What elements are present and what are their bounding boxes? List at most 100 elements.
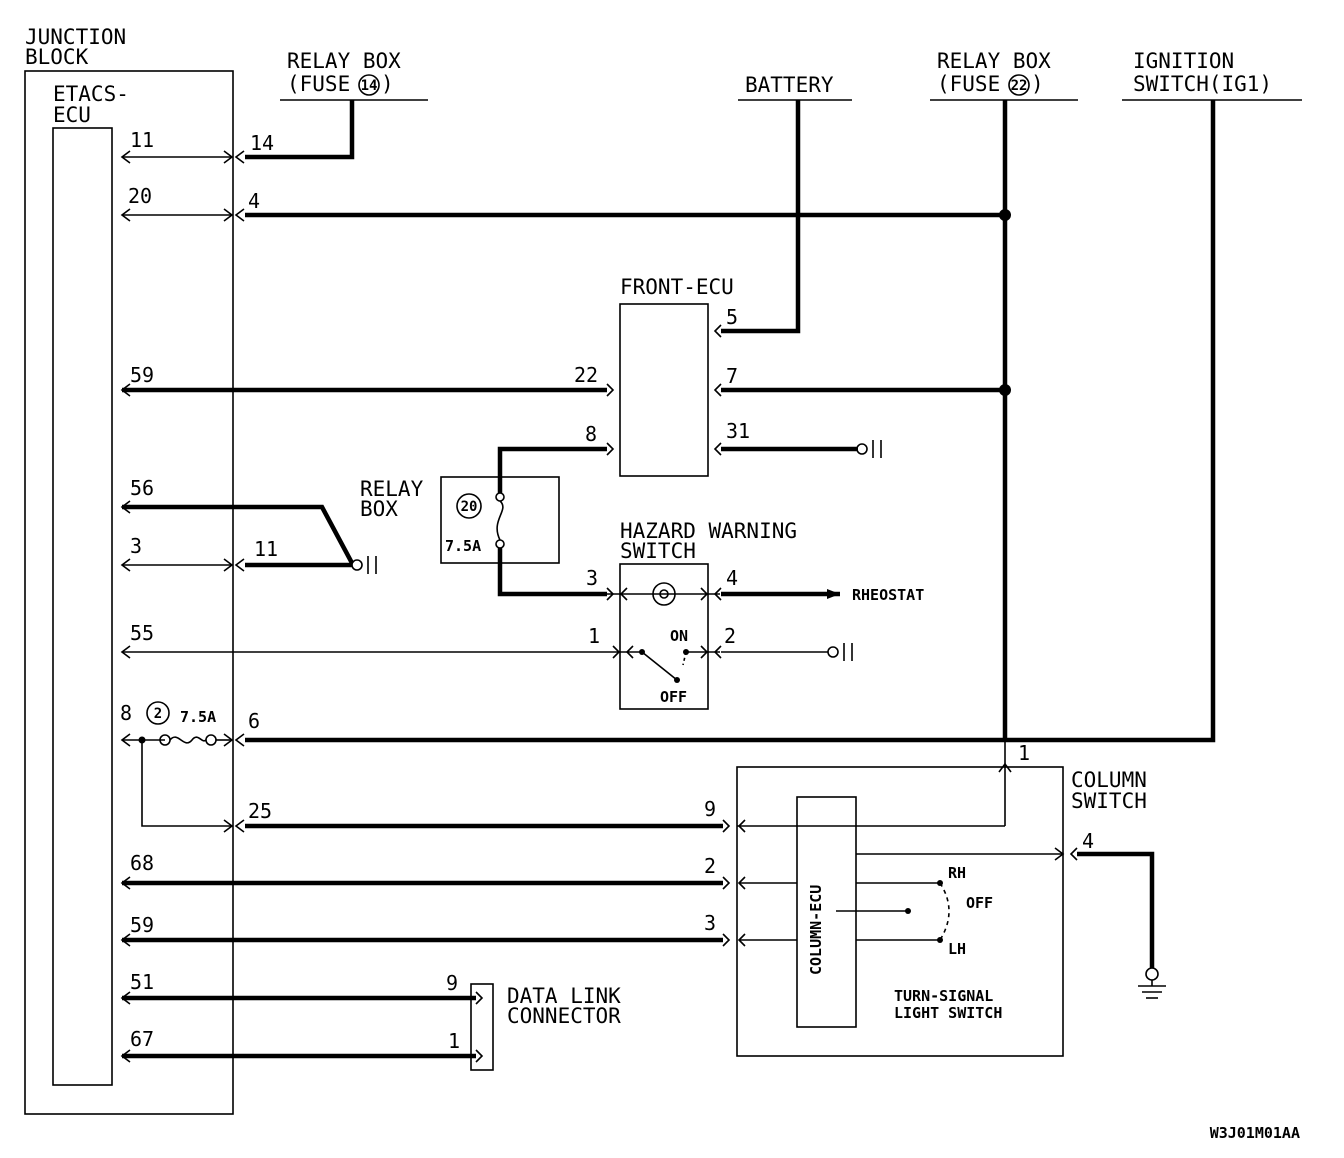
svg-text:22: 22 bbox=[574, 363, 598, 387]
svg-text:8: 8 bbox=[120, 701, 132, 725]
svg-text:9: 9 bbox=[704, 797, 716, 821]
svg-text:): ) bbox=[1031, 72, 1044, 96]
svg-text:2: 2 bbox=[724, 624, 736, 648]
svg-text:20: 20 bbox=[128, 184, 152, 208]
wire-3-11: 3 11 bbox=[120, 534, 352, 572]
svg-text:SWITCH(IG1): SWITCH(IG1) bbox=[1133, 72, 1272, 96]
ground-symbol-jb bbox=[351, 556, 377, 574]
svg-text:14: 14 bbox=[361, 78, 378, 94]
svg-text:2: 2 bbox=[154, 706, 162, 722]
svg-text:OFF: OFF bbox=[966, 894, 993, 912]
svg-text:BLOCK: BLOCK bbox=[25, 45, 89, 69]
etacs-ecu: ETACS- ECU bbox=[52, 82, 129, 1086]
svg-text:3: 3 bbox=[704, 911, 716, 935]
svg-text:7.5A: 7.5A bbox=[180, 708, 216, 726]
svg-text:11: 11 bbox=[254, 537, 278, 561]
wire-51-dlc9: 51 bbox=[120, 970, 476, 1005]
svg-text:BATTERY: BATTERY bbox=[745, 73, 834, 97]
svg-text:9: 9 bbox=[446, 971, 458, 995]
svg-text:COLUMN: COLUMN bbox=[1071, 768, 1147, 792]
svg-text:ECU: ECU bbox=[53, 103, 91, 127]
svg-text:TURN-SIGNAL: TURN-SIGNAL bbox=[894, 987, 993, 1005]
wire-8-fuse2-6: 2 7.5A 8 6 bbox=[120, 701, 260, 827]
wire-20-4: 20 4 bbox=[120, 184, 1005, 222]
svg-text:RHEOSTAT: RHEOSTAT bbox=[852, 586, 924, 604]
wire-59-column3: 59 bbox=[120, 913, 723, 947]
svg-text:RH: RH bbox=[948, 864, 966, 882]
column-switch: COLUMN SWITCH 1 9 2 3 COLUMN-ECU 4 RH OF… bbox=[704, 741, 1147, 1057]
svg-text:BOX: BOX bbox=[360, 497, 398, 521]
data-link-connector: DATA LINK CONNECTOR 9 1 bbox=[446, 971, 621, 1071]
svg-text:RELAY: RELAY bbox=[360, 477, 424, 501]
svg-text:LIGHT SWITCH: LIGHT SWITCH bbox=[894, 1004, 1002, 1022]
svg-text:ON: ON bbox=[670, 627, 688, 645]
relay-box-fuse14-label: RELAY BOX (FUSE 14 ) bbox=[280, 49, 428, 101]
svg-text:JUNCTION: JUNCTION bbox=[25, 25, 126, 49]
svg-text:56: 56 bbox=[130, 476, 154, 500]
wire-59-22: 59 bbox=[120, 363, 607, 397]
ignition-wire bbox=[245, 100, 1216, 743]
front-ecu: FRONT-ECU 5 22 7 8 31 bbox=[574, 275, 1005, 477]
svg-text:FRONT-ECU: FRONT-ECU bbox=[620, 275, 734, 299]
svg-text:7: 7 bbox=[726, 364, 738, 388]
svg-text:59: 59 bbox=[130, 363, 154, 387]
svg-text:11: 11 bbox=[130, 128, 154, 152]
column-ground-wire bbox=[1077, 851, 1166, 999]
svg-text:3: 3 bbox=[130, 534, 142, 558]
svg-text:20: 20 bbox=[461, 499, 478, 515]
svg-text:1: 1 bbox=[448, 1029, 460, 1053]
fuse22-bus bbox=[737, 100, 1011, 827]
wire-11-14: 11 14 bbox=[120, 100, 355, 164]
wire-55-hazard: 55 bbox=[120, 621, 607, 659]
svg-text:6: 6 bbox=[248, 709, 260, 733]
svg-text:RELAY BOX: RELAY BOX bbox=[937, 49, 1051, 73]
svg-text:67: 67 bbox=[130, 1027, 154, 1051]
svg-text:SWITCH: SWITCH bbox=[620, 539, 696, 563]
svg-text:68: 68 bbox=[130, 851, 154, 875]
svg-text:COLUMN-ECU: COLUMN-ECU bbox=[807, 885, 825, 975]
svg-text:HAZARD WARNING: HAZARD WARNING bbox=[620, 519, 797, 543]
svg-text:(FUSE: (FUSE bbox=[937, 72, 1000, 96]
svg-text:59: 59 bbox=[130, 913, 154, 937]
svg-text:1: 1 bbox=[1018, 741, 1030, 765]
ground-symbol-hazard bbox=[721, 643, 853, 661]
svg-text:CONNECTOR: CONNECTOR bbox=[507, 1004, 621, 1028]
svg-text:RELAY BOX: RELAY BOX bbox=[287, 49, 401, 73]
svg-text:5: 5 bbox=[726, 305, 738, 329]
svg-text:4: 4 bbox=[726, 566, 738, 590]
svg-text:2: 2 bbox=[704, 854, 716, 878]
svg-text:22: 22 bbox=[1011, 78, 1028, 94]
svg-text:): ) bbox=[381, 72, 394, 96]
svg-text:31: 31 bbox=[726, 419, 750, 443]
svg-text:25: 25 bbox=[248, 799, 272, 823]
svg-text:IGNITION: IGNITION bbox=[1133, 49, 1234, 73]
figure-code: W3J01M01AA bbox=[1210, 1124, 1300, 1142]
junction-block: JUNCTION BLOCK bbox=[24, 25, 234, 1115]
svg-text:4: 4 bbox=[1082, 829, 1094, 853]
wire-56-ground: 56 bbox=[120, 476, 354, 565]
relay-box-fuse22-label: RELAY BOX (FUSE 22 ) bbox=[930, 49, 1078, 101]
svg-text:3: 3 bbox=[586, 566, 598, 590]
battery-wire bbox=[721, 100, 801, 334]
svg-text:4: 4 bbox=[248, 189, 260, 213]
svg-text:51: 51 bbox=[130, 970, 154, 994]
svg-text:DATA LINK: DATA LINK bbox=[507, 984, 621, 1008]
svg-text:OFF: OFF bbox=[660, 688, 687, 706]
wire-25-column9: 25 bbox=[223, 799, 723, 833]
svg-text:14: 14 bbox=[250, 131, 274, 155]
svg-text:7.5A: 7.5A bbox=[445, 537, 481, 555]
ignition-switch-label: IGNITION SWITCH(IG1) bbox=[1122, 49, 1302, 101]
svg-text:LH: LH bbox=[948, 940, 966, 958]
svg-text:SWITCH: SWITCH bbox=[1071, 789, 1147, 813]
svg-text:(FUSE: (FUSE bbox=[287, 72, 350, 96]
ground-symbol-front-ecu bbox=[856, 440, 882, 458]
svg-text:55: 55 bbox=[130, 621, 154, 645]
hazard-warning-switch: HAZARD WARNING SWITCH 3 4 RHEOSTAT ON OF… bbox=[586, 519, 924, 710]
relay-box-fuse20: RELAY BOX 20 7.5A bbox=[360, 446, 607, 597]
battery-label: BATTERY bbox=[738, 73, 852, 101]
svg-text:8: 8 bbox=[585, 422, 597, 446]
svg-text:1: 1 bbox=[588, 624, 600, 648]
wire-67-dlc1: 67 bbox=[120, 1027, 476, 1063]
wire-68-column2: 68 bbox=[120, 851, 723, 890]
